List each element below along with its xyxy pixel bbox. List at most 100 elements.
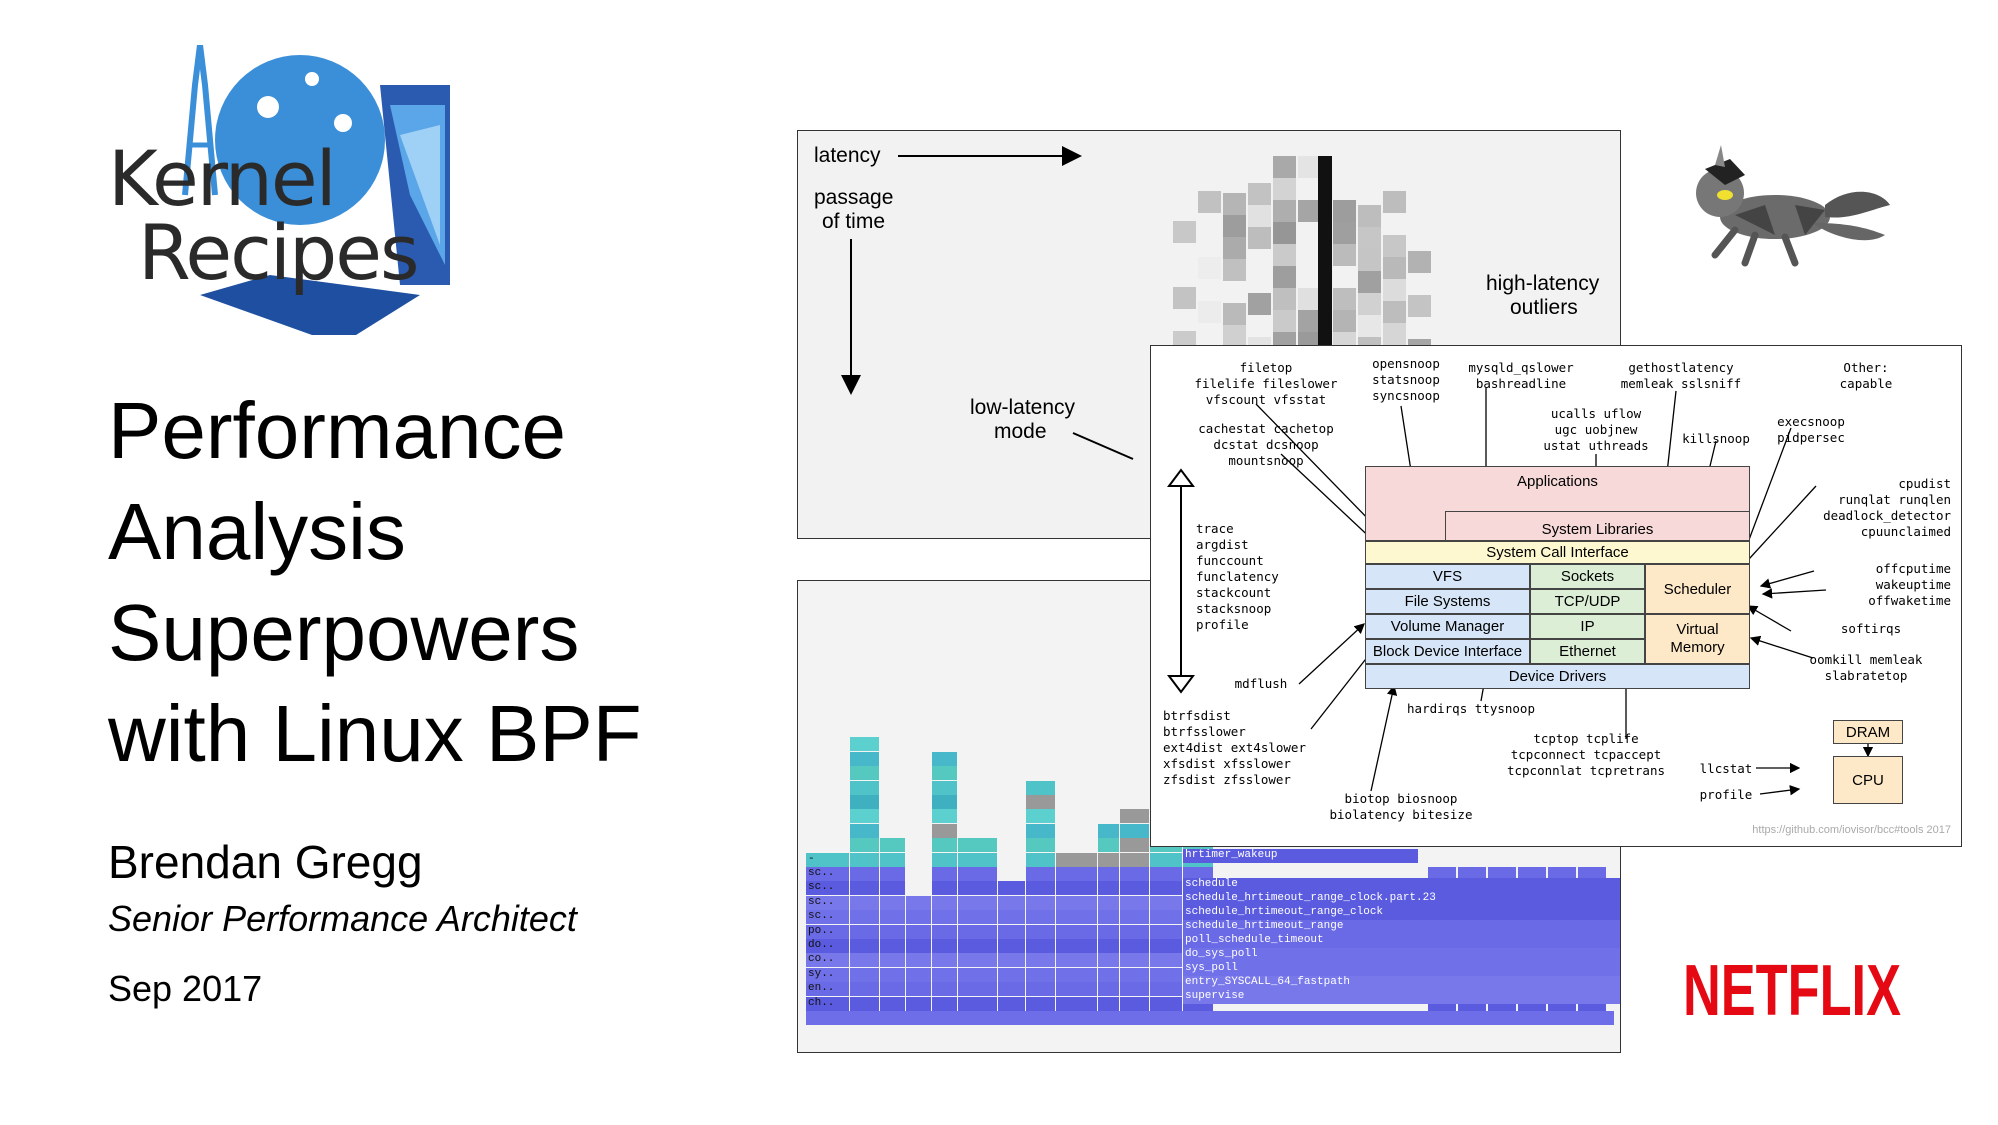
flame-frame[interactable] — [1120, 996, 1149, 1011]
flame-frame[interactable] — [1056, 982, 1097, 997]
flame-frame[interactable] — [880, 939, 905, 953]
flame-frame[interactable] — [1026, 780, 1055, 795]
flame-frame-hrtimer[interactable]: hrtimer_wakeup — [1183, 849, 1418, 863]
flame-frame[interactable] — [1026, 939, 1055, 953]
flame-frame[interactable] — [1120, 924, 1149, 939]
flame-frame[interactable] — [932, 924, 957, 939]
flame-frame[interactable] — [1056, 895, 1097, 910]
flame-frame-do-sys-poll[interactable]: do_sys_poll — [1183, 948, 1620, 962]
flame-frame[interactable] — [998, 910, 1025, 925]
flame-frame[interactable] — [1458, 867, 1486, 881]
flame-frame[interactable] — [932, 867, 957, 881]
flame-frame[interactable] — [958, 953, 997, 968]
flame-frame[interactable] — [932, 910, 957, 925]
flame-frame[interactable] — [958, 982, 997, 997]
flame-frame[interactable] — [880, 996, 905, 1011]
flame-frame[interactable] — [958, 939, 997, 953]
flame-frame[interactable] — [1098, 924, 1119, 939]
flame-frame[interactable] — [850, 910, 879, 925]
flame-frame[interactable] — [1150, 953, 1182, 968]
flame-frame[interactable] — [1026, 852, 1055, 867]
flame-frame[interactable] — [906, 895, 931, 910]
flame-frame[interactable] — [998, 881, 1025, 896]
flame-frame[interactable] — [1026, 953, 1055, 968]
flame-frame[interactable] — [998, 953, 1025, 968]
flame-frame-schedule-clock[interactable]: schedule_hrtimeout_range_clock — [1183, 906, 1620, 920]
flame-frame[interactable] — [1120, 967, 1149, 982]
flame-frame-poll-timeout[interactable]: poll_schedule_timeout — [1183, 934, 1620, 948]
flame-frame[interactable] — [1026, 809, 1055, 824]
flame-frame[interactable] — [1578, 867, 1606, 881]
flame-frame[interactable] — [1056, 939, 1097, 953]
flame-frame[interactable] — [1026, 924, 1055, 939]
flame-frame[interactable] — [1056, 867, 1097, 881]
flame-frame[interactable] — [932, 881, 957, 896]
flame-frame[interactable] — [932, 982, 957, 997]
flame-frame[interactable] — [1026, 967, 1055, 982]
flame-frame[interactable] — [1150, 982, 1182, 997]
flame-frame[interactable] — [880, 953, 905, 968]
flame-frame[interactable] — [880, 852, 905, 867]
flame-frame[interactable] — [1150, 967, 1182, 982]
flame-frame[interactable] — [1098, 895, 1119, 910]
flame-frame[interactable] — [850, 867, 879, 881]
flame-frame[interactable] — [1183, 867, 1213, 881]
flame-frame[interactable] — [1120, 982, 1149, 997]
flame-frame[interactable] — [998, 939, 1025, 953]
flame-frame[interactable] — [906, 967, 931, 982]
flame-frame[interactable] — [1056, 910, 1097, 925]
flame-frame[interactable] — [1026, 823, 1055, 838]
flame-frame[interactable] — [1120, 953, 1149, 968]
flame-frame-schedule[interactable]: schedule — [1183, 878, 1620, 892]
flame-frame[interactable] — [850, 766, 879, 781]
flame-frame[interactable] — [958, 910, 997, 925]
flame-frame[interactable]: sc.. — [806, 881, 849, 896]
flame-frame[interactable] — [850, 838, 879, 853]
flame-frame[interactable]: sc.. — [806, 895, 849, 910]
flame-frame[interactable] — [1098, 967, 1119, 982]
flame-frame[interactable] — [880, 838, 905, 853]
flame-frame[interactable] — [1150, 924, 1182, 939]
flame-frame[interactable] — [998, 982, 1025, 997]
flame-frame[interactable] — [1056, 924, 1097, 939]
flame-frame[interactable] — [1150, 996, 1182, 1011]
flame-frame-root[interactable] — [806, 1011, 1614, 1025]
flame-frame[interactable] — [1098, 939, 1119, 953]
flame-frame[interactable] — [958, 867, 997, 881]
flame-frame[interactable] — [1098, 982, 1119, 997]
flame-frame-entry-syscall[interactable]: entry_SYSCALL_64_fastpath — [1183, 976, 1620, 990]
flame-frame[interactable] — [998, 996, 1025, 1011]
flame-frame[interactable] — [932, 996, 957, 1011]
flame-frame[interactable] — [998, 967, 1025, 982]
flame-frame-sys-poll[interactable]: sys_poll — [1183, 962, 1620, 976]
flame-frame[interactable] — [850, 780, 879, 795]
flame-frame[interactable] — [906, 996, 931, 1011]
flame-frame[interactable] — [850, 967, 879, 982]
flame-frame[interactable] — [1120, 910, 1149, 925]
flame-frame[interactable] — [906, 953, 931, 968]
flame-frame[interactable] — [1120, 852, 1149, 867]
flame-frame[interactable] — [958, 895, 997, 910]
flame-frame[interactable]: co.. — [806, 953, 849, 968]
flame-frame[interactable] — [1098, 910, 1119, 925]
flame-frame-schedule-clock-part[interactable]: schedule_hrtimeout_range_clock.part.23 — [1183, 892, 1620, 906]
flame-frame-schedule-range[interactable]: schedule_hrtimeout_range — [1183, 920, 1620, 934]
flame-frame[interactable] — [1098, 838, 1119, 853]
flame-frame[interactable] — [1120, 939, 1149, 953]
flame-frame[interactable] — [906, 939, 931, 953]
flame-frame[interactable] — [1120, 823, 1149, 838]
flame-frame[interactable] — [958, 881, 997, 896]
flame-frame[interactable] — [932, 795, 957, 809]
flame-frame[interactable] — [850, 852, 879, 867]
flame-frame[interactable] — [1026, 982, 1055, 997]
flame-frame[interactable] — [932, 780, 957, 795]
flame-frame[interactable] — [1548, 867, 1576, 881]
flame-frame[interactable] — [1026, 910, 1055, 925]
flame-frame[interactable] — [1026, 895, 1055, 910]
flame-frame[interactable] — [958, 924, 997, 939]
flame-frame[interactable] — [1098, 867, 1119, 881]
flame-frame[interactable] — [1098, 953, 1119, 968]
flame-frame[interactable]: ch.. — [806, 996, 849, 1011]
flame-frame[interactable] — [850, 939, 879, 953]
flame-frame[interactable] — [850, 982, 879, 997]
